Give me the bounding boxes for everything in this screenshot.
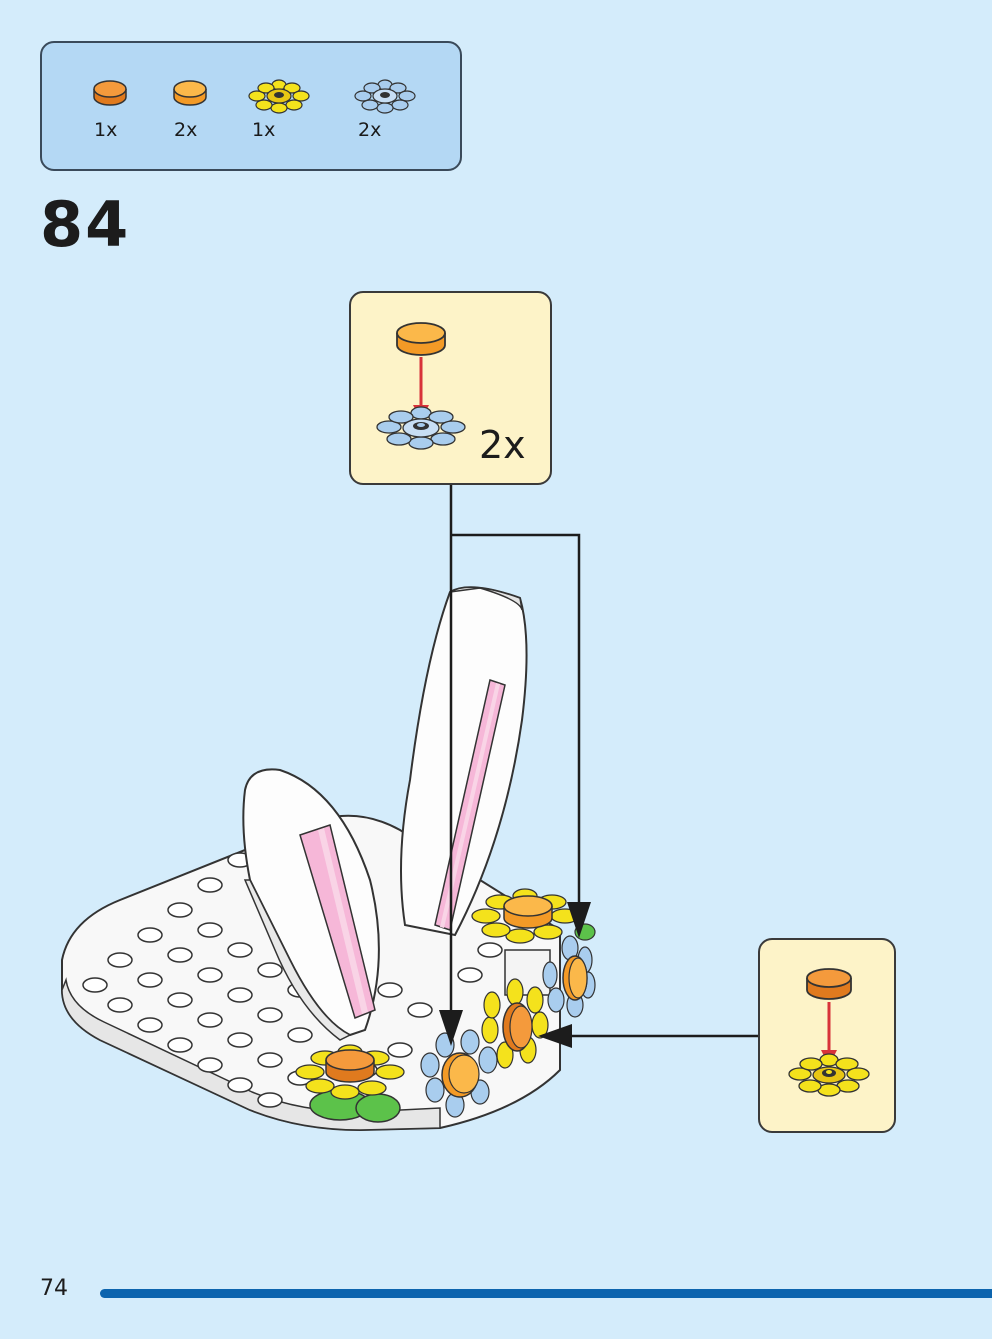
part-light-blue-flower: 2x	[354, 77, 424, 147]
arrow-down-icon	[439, 1010, 463, 1046]
arrow-down-icon	[567, 902, 591, 938]
side-blue-flower-upper	[542, 935, 596, 1018]
part-quantity: 2x	[174, 119, 198, 141]
yellow-flower-icon	[248, 79, 310, 114]
page-rule	[100, 1289, 992, 1298]
side-blue-flower-lower	[420, 1029, 498, 1118]
sub-assembly-callout-right	[758, 938, 896, 1133]
placement-arrowheads	[439, 902, 591, 1048]
page-number: 74	[40, 1276, 68, 1301]
back-yellow-flower	[471, 888, 596, 944]
side-yellow-flower	[481, 978, 549, 1069]
tile-onto-yellow-flower-illustration	[788, 968, 870, 1097]
part-light-orange-round-tile: 2x	[170, 77, 240, 147]
part-yellow-flower: 1x	[248, 77, 318, 147]
part-orange-round-tile: 1x	[90, 77, 160, 147]
light-orange-round-tile-icon	[173, 80, 207, 106]
stud-grid	[82, 852, 503, 1108]
step-number: 84	[40, 188, 131, 261]
callout-multiplier: 2x	[479, 423, 526, 467]
sub-assembly-callout-top: 2x	[349, 291, 552, 485]
part-quantity: 1x	[94, 119, 118, 141]
orange-round-tile-icon	[93, 80, 127, 106]
parts-list-box: 1x 2x 1x	[40, 41, 462, 171]
part-quantity: 1x	[252, 119, 276, 141]
placement-guide-lines	[449, 485, 758, 1038]
part-quantity: 2x	[358, 119, 382, 141]
tile-onto-blue-flower-illustration	[376, 322, 466, 450]
front-yellow-flower	[295, 1044, 405, 1123]
arrow-left-icon	[538, 1024, 572, 1048]
light-blue-flower-icon	[354, 79, 416, 114]
